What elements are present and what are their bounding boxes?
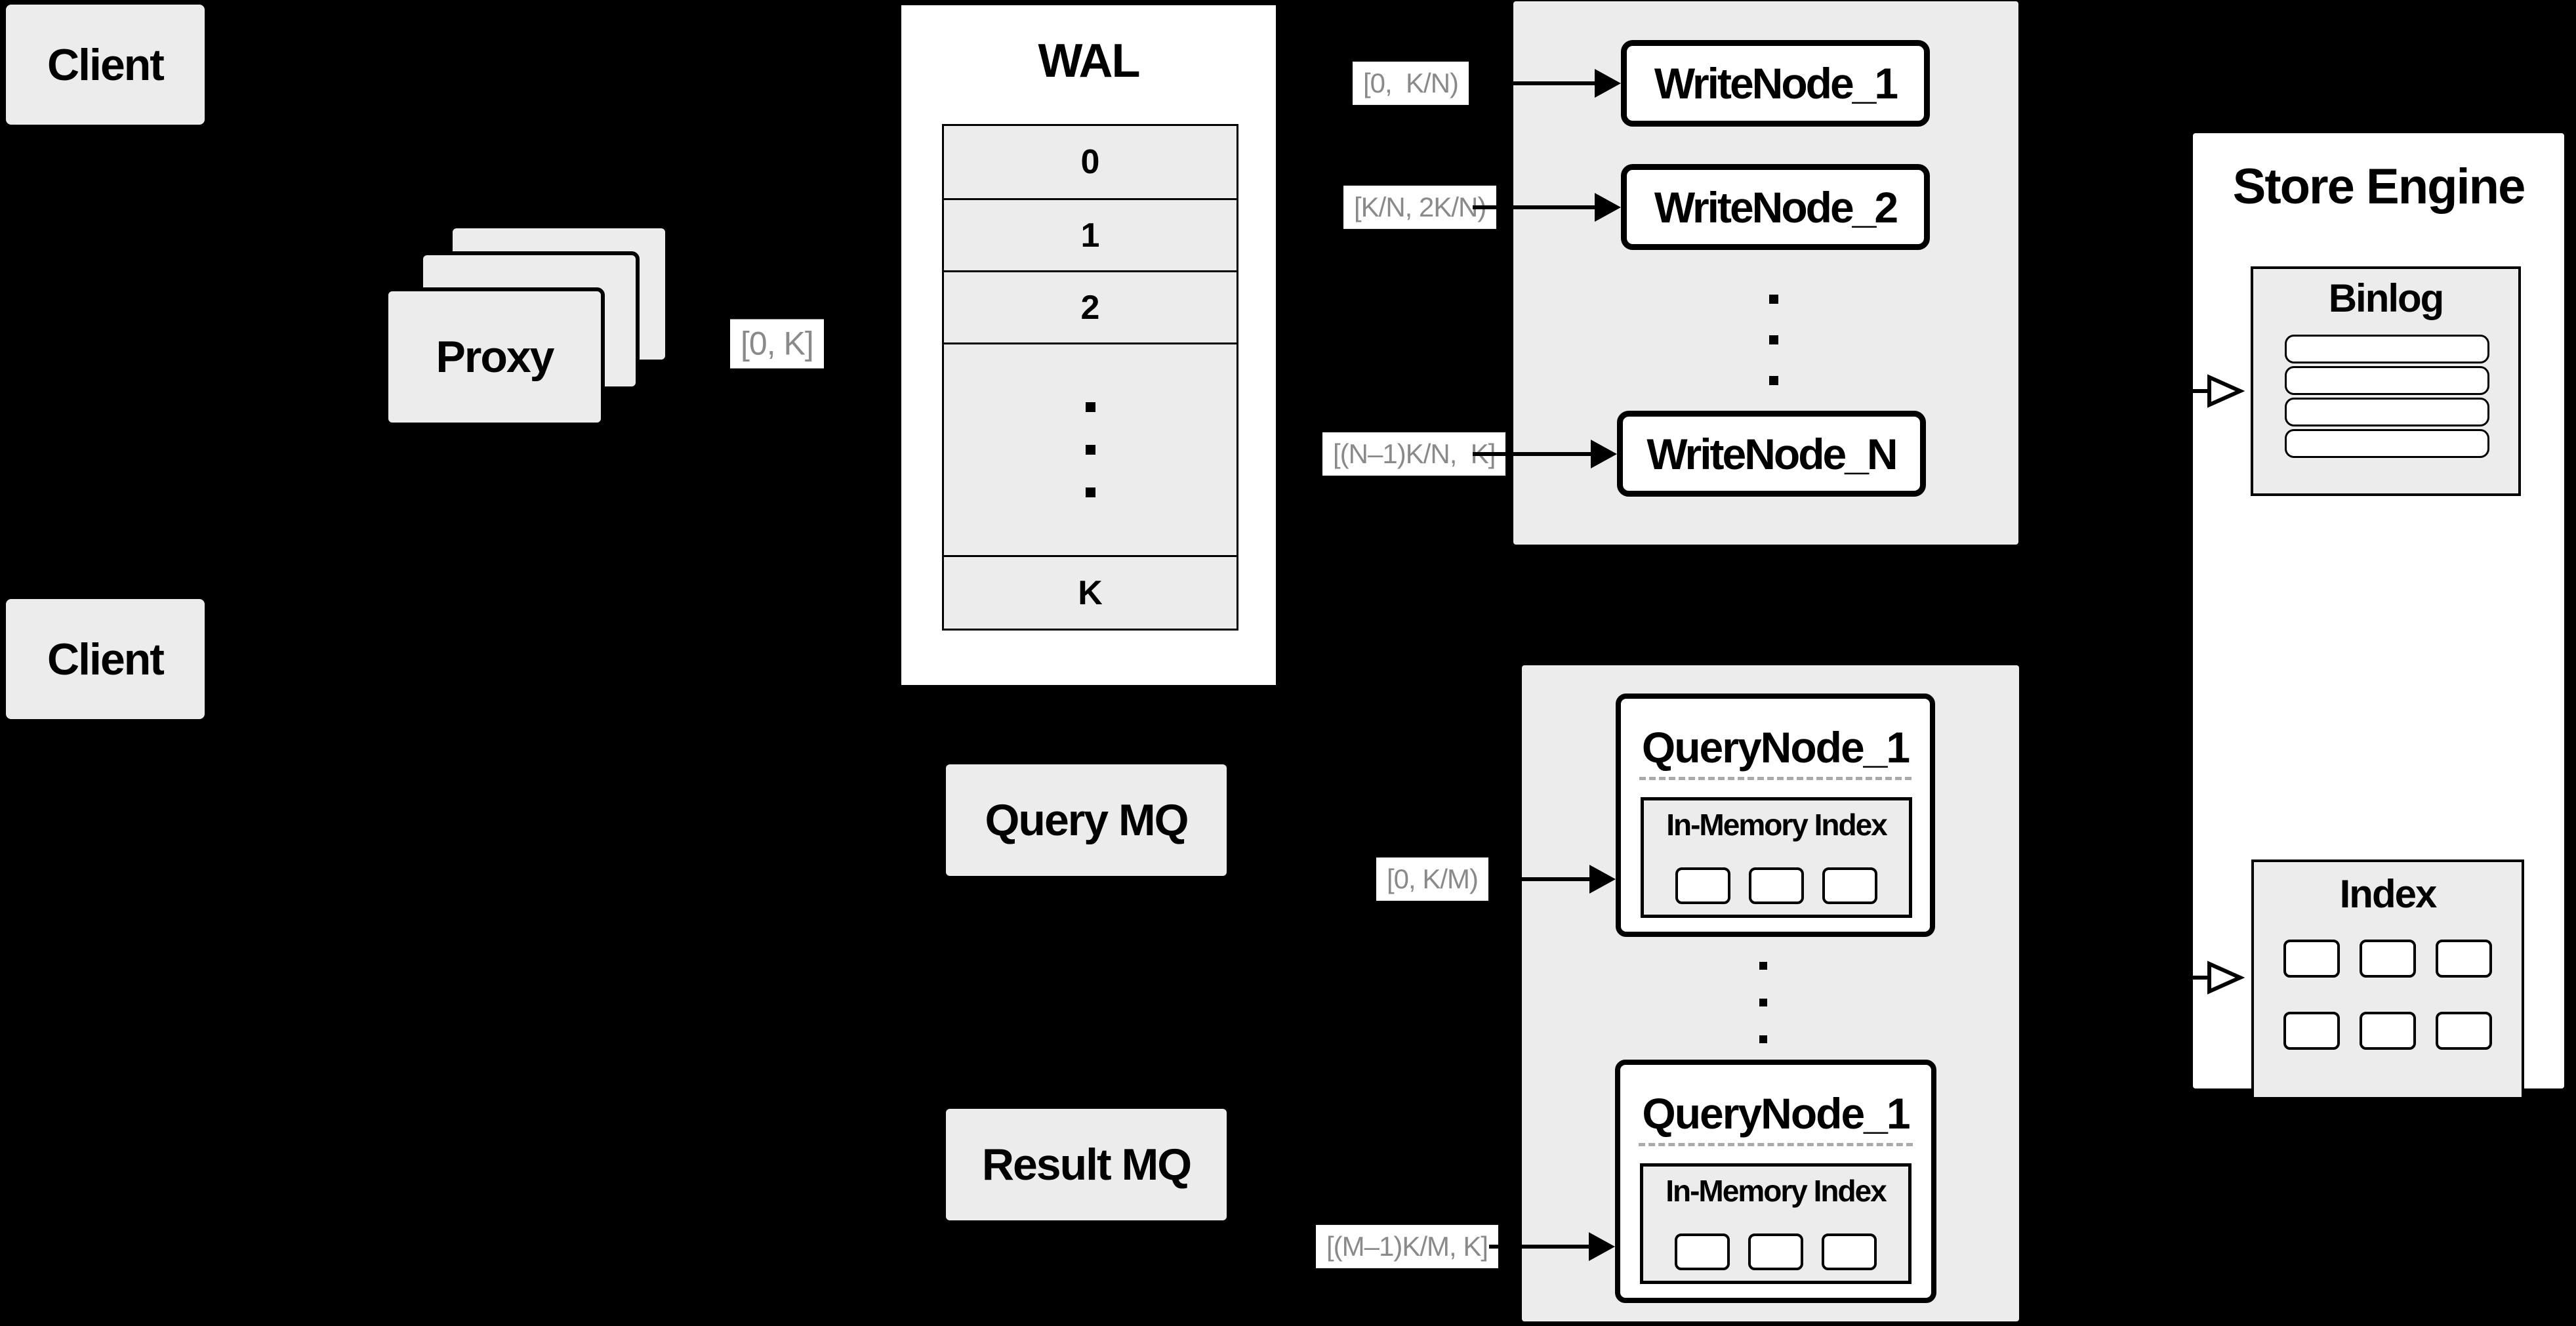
- wal-segment-table: 0 1 2 K: [942, 124, 1238, 631]
- write-node-1: WriteNode_1: [1621, 40, 1930, 127]
- binlog-rows: [2285, 335, 2489, 458]
- index-segments: [1644, 867, 1909, 904]
- query-mq-box: Query MQ: [946, 764, 1227, 876]
- proxy-box: Proxy: [384, 287, 605, 426]
- write-node-1-range-label: [0, K/N): [1353, 61, 1469, 106]
- binlog-title: Binlog: [2328, 276, 2445, 320]
- index-box: Index: [2251, 860, 2524, 1100]
- index-title: Index: [2339, 872, 2438, 916]
- write-node-2: WriteNode_2: [1621, 164, 1930, 250]
- vertical-ellipsis-icon: [1759, 947, 1767, 1058]
- segment-cell: [1748, 1233, 1803, 1270]
- in-memory-index-title: In-Memory Index: [1666, 1174, 1887, 1208]
- binlog-row: [2285, 366, 2489, 395]
- binlog-row: [2285, 335, 2489, 363]
- arrow-to-binlog: [2073, 374, 2245, 408]
- index-segments: [1643, 1233, 1908, 1270]
- wal-segment-row: K: [944, 555, 1237, 629]
- index-cell: [2283, 1012, 2340, 1050]
- segment-cell: [1822, 1233, 1877, 1270]
- client-box-bottom: Client: [6, 599, 205, 719]
- index-cell: [2360, 940, 2416, 978]
- in-memory-index-box: In-Memory Index: [1640, 1163, 1912, 1284]
- query-node-2: QueryNode_1 In-Memory Index: [1615, 1060, 1936, 1303]
- wal-segment-row: 0: [944, 126, 1237, 198]
- result-mq-box: Result MQ: [946, 1109, 1227, 1220]
- wal-title: WAL: [1038, 35, 1141, 87]
- in-memory-index-box: In-Memory Index: [1641, 797, 1912, 918]
- binlog-row: [2285, 429, 2489, 458]
- proxy-range-label: [0, K]: [730, 319, 824, 369]
- index-cell: [2436, 1012, 2492, 1050]
- index-cell: [2360, 1012, 2416, 1050]
- index-cell: [2283, 940, 2340, 978]
- index-cell: [2436, 940, 2492, 978]
- wal-segment-row: 2: [944, 270, 1237, 342]
- client-box-top: Client: [6, 5, 205, 125]
- arrow-to-write-node-n: [1473, 440, 1617, 468]
- arrow-to-write-node-2: [1473, 193, 1621, 222]
- store-engine-title: Store Engine: [2232, 159, 2526, 215]
- query-node-title: QueryNode_1: [1642, 1089, 1910, 1138]
- wal-segment-row: 1: [944, 198, 1237, 270]
- query-node-2-range-label: [(M–1)K/M, K]: [1316, 1224, 1499, 1269]
- arrow-to-query-node-2: [1489, 1232, 1615, 1261]
- binlog-box: Binlog: [2251, 266, 2521, 496]
- binlog-row: [2285, 398, 2489, 426]
- in-memory-index-title: In-Memory Index: [1666, 808, 1888, 842]
- wal-ellipsis-row: [944, 342, 1237, 555]
- arrow-to-query-node-1: [1489, 865, 1616, 894]
- dashed-divider: [1639, 777, 1912, 780]
- vertical-ellipsis-icon: [1769, 279, 1778, 401]
- query-node-1-range-label: [0, K/M): [1376, 857, 1489, 901]
- dashed-divider: [1639, 1143, 1913, 1146]
- query-node-1: QueryNode_1 In-Memory Index: [1616, 694, 1935, 937]
- segment-cell: [1749, 867, 1804, 904]
- store-engine-box: Store Engine Binlog Index: [2189, 129, 2568, 1100]
- segment-cell: [1675, 1233, 1730, 1270]
- index-cells: [2254, 940, 2522, 1050]
- write-node-2-range-label: [K/N, 2K/N): [1343, 185, 1497, 230]
- arrow-to-index: [2073, 961, 2245, 995]
- segment-cell: [1822, 867, 1877, 904]
- arrow-to-write-node-1: [1473, 69, 1621, 98]
- query-node-title: QueryNode_1: [1641, 723, 1910, 772]
- wal-box: WAL 0 1 2 K: [897, 1, 1280, 689]
- write-node-n: WriteNode_N: [1617, 411, 1926, 497]
- segment-cell: [1675, 867, 1730, 904]
- vertical-ellipsis-icon: [1085, 386, 1095, 514]
